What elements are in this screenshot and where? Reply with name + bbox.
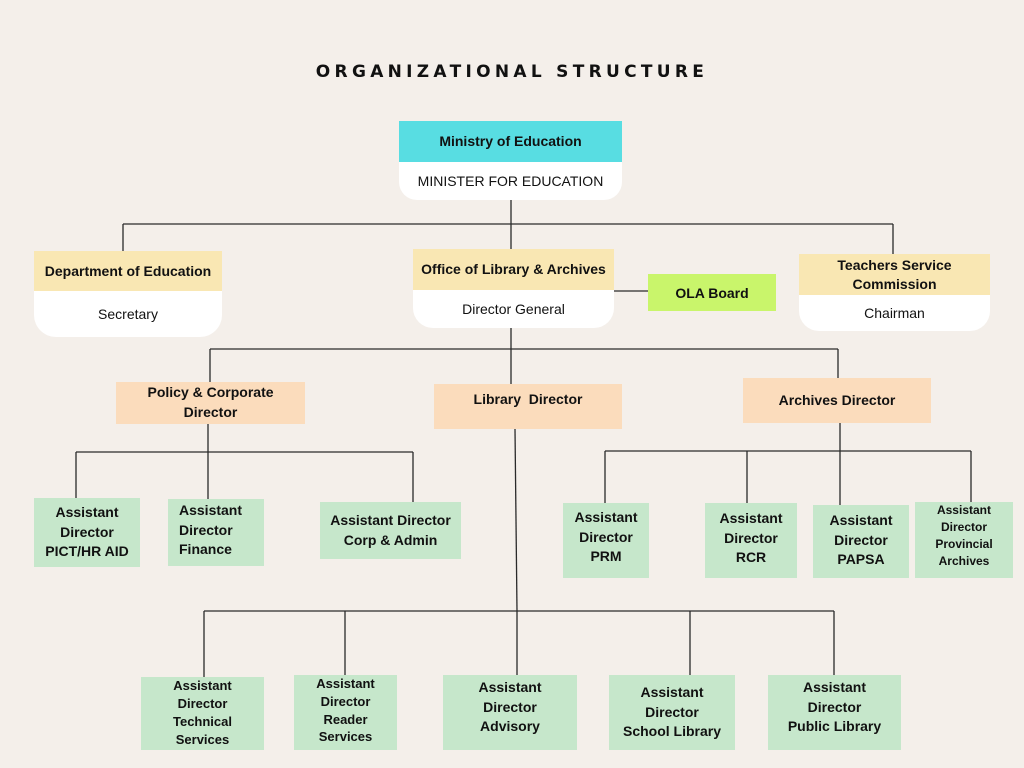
page-title: ORGANIZATIONAL STRUCTURE <box>315 62 709 82</box>
ad-pict-hr-aid-node: Assistant Director PICT/HR AID <box>34 498 140 567</box>
archives-director-node: Archives Director <box>743 378 931 423</box>
policy-director-node: Policy & Corporate Director <box>116 382 305 424</box>
ad-corp-admin-node: Assistant Director Corp & Admin <box>320 502 461 559</box>
ad-rcr-node: Assistant Director RCR <box>705 503 797 578</box>
ola-node: Office of Library & Archives Director Ge… <box>413 249 614 328</box>
ministry-node: Ministry of Education MINISTER FOR EDUCA… <box>399 121 622 200</box>
ad-provincial-archives-node: Assistant Director Provincial Archives <box>915 502 1013 578</box>
department-role: Secretary <box>34 291 222 337</box>
ad-technical-services-node: Assistant Director Technical Services <box>141 677 264 750</box>
tsc-name: Teachers Service Commission <box>799 254 990 295</box>
ad-advisory-node: Assistant Director Advisory <box>443 675 577 750</box>
ad-prm-node: Assistant Director PRM <box>563 503 649 578</box>
ola-board-node: OLA Board <box>648 274 776 311</box>
ola-name: Office of Library & Archives <box>413 249 614 290</box>
department-node: Department of Education Secretary <box>34 251 222 337</box>
department-name: Department of Education <box>34 251 222 291</box>
ad-school-library-node: Assistant Director School Library <box>609 675 735 750</box>
library-director-node: Library Director <box>434 384 622 429</box>
ad-reader-services-node: Assistant Director Reader Services <box>294 675 397 750</box>
tsc-node: Teachers Service Commission Chairman <box>799 254 990 331</box>
ad-public-library-node: Assistant Director Public Library <box>768 675 901 750</box>
tsc-role: Chairman <box>799 295 990 331</box>
ministry-name: Ministry of Education <box>399 121 622 162</box>
ola-role: Director General <box>413 290 614 328</box>
ad-finance-node: Assistant Director Finance <box>168 499 264 566</box>
ad-papsa-node: Assistant Director PAPSA <box>813 505 909 578</box>
ministry-role: MINISTER FOR EDUCATION <box>399 162 622 200</box>
